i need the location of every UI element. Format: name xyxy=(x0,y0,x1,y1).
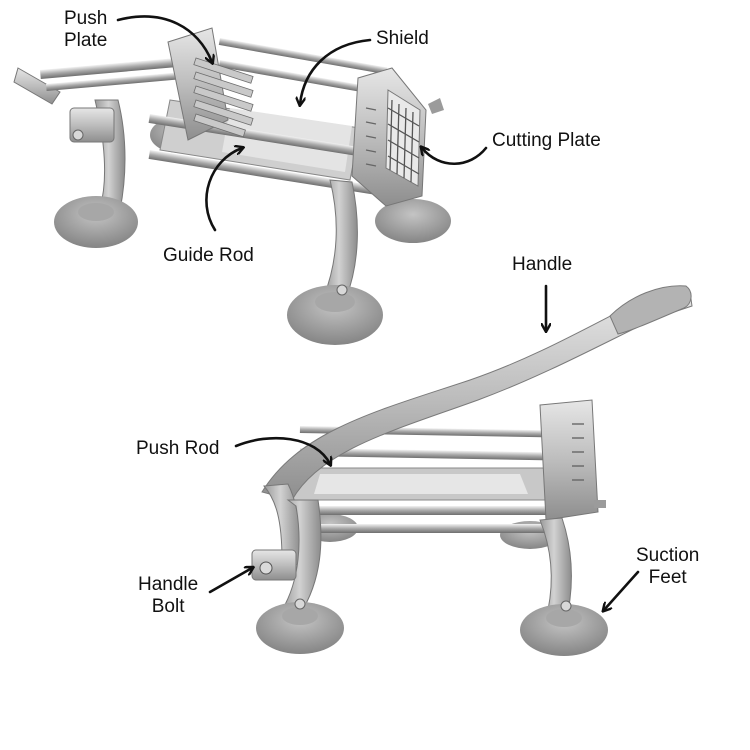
label-suction-feet: Suction Feet xyxy=(636,545,699,589)
arrow-guide-rod xyxy=(205,148,242,232)
label-push-plate: Push Plate xyxy=(64,8,107,52)
label-handle-bolt: Handle Bolt xyxy=(138,574,198,618)
label-handle-bolt-line1: Handle xyxy=(138,574,199,595)
label-push-rod: Push Rod xyxy=(136,438,220,459)
arrow-push-rod xyxy=(234,436,330,464)
label-handle: Handle xyxy=(512,254,573,275)
label-suction-feet-line1: Suction xyxy=(636,545,700,566)
arrow-shield xyxy=(300,38,372,104)
label-push-plate-line1: Push xyxy=(64,8,108,29)
label-cutting-plate: Cutting Plate xyxy=(492,130,601,151)
label-shield: Shield xyxy=(376,28,429,49)
lower-cutter-illustration xyxy=(251,285,693,656)
label-guide-rod: Guide Rod xyxy=(163,245,254,266)
upper-cutter-illustration xyxy=(13,27,451,345)
arrow-cutting-plate xyxy=(422,148,488,166)
label-handle-bolt-line2: Bolt xyxy=(151,596,185,617)
arrow-handle-bolt xyxy=(208,568,252,594)
label-suction-feet-line2: Feet xyxy=(648,567,687,588)
arrow-suction-feet xyxy=(604,570,640,610)
label-push-plate-line2: Plate xyxy=(64,30,108,51)
arrow-push-plate xyxy=(116,15,212,62)
